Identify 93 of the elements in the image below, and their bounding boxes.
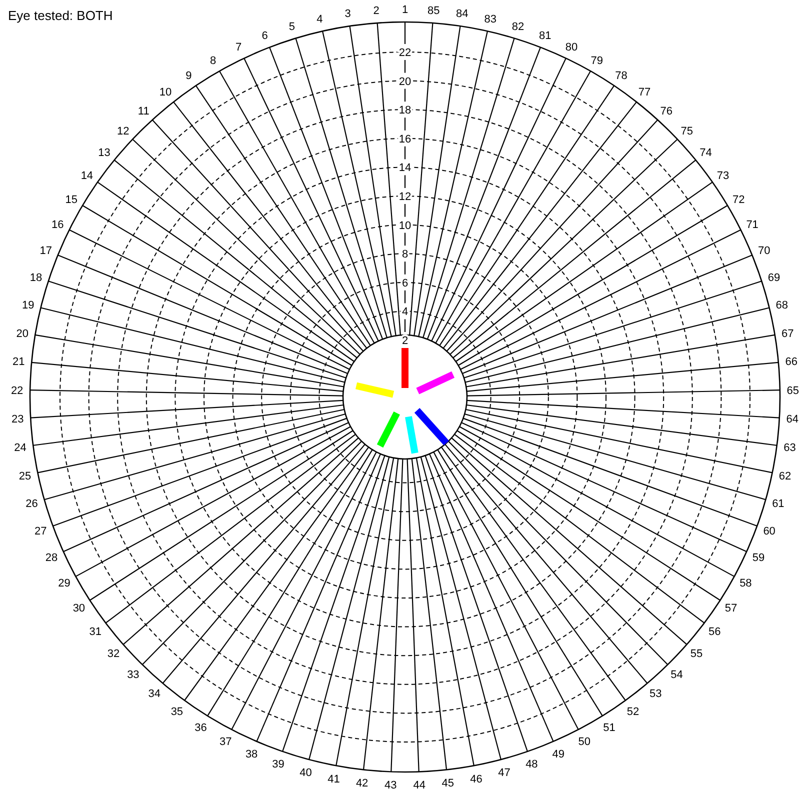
spoke-number: 57 bbox=[724, 602, 738, 614]
spoke-number: 20 bbox=[16, 328, 28, 340]
spoke-number: 18 bbox=[30, 272, 42, 284]
spoke-number: 56 bbox=[708, 626, 721, 638]
spoke-number: 49 bbox=[552, 748, 565, 760]
spoke-number: 62 bbox=[778, 470, 792, 482]
spoke-number: 4 bbox=[316, 14, 323, 26]
spoke-number: 37 bbox=[220, 736, 232, 748]
spoke-number: 60 bbox=[763, 525, 776, 538]
spoke-number: 13 bbox=[98, 146, 110, 159]
spoke-number: 67 bbox=[782, 328, 794, 340]
spoke-number: 45 bbox=[442, 778, 454, 790]
spoke-number: 40 bbox=[300, 767, 312, 780]
spoke-number: 83 bbox=[484, 14, 496, 26]
spoke-number: 3 bbox=[344, 8, 351, 20]
spoke-number: 14 bbox=[80, 170, 94, 182]
spoke-number: 71 bbox=[746, 219, 758, 232]
ring-value: 22 bbox=[398, 47, 412, 59]
spoke-number: 17 bbox=[40, 245, 52, 258]
spoke-number: 10 bbox=[159, 86, 172, 99]
spoke-number: 22 bbox=[10, 384, 24, 397]
ring-value: 4 bbox=[402, 306, 408, 318]
spoke-number: 46 bbox=[470, 773, 482, 786]
spoke-number: 25 bbox=[18, 470, 32, 482]
spoke-number: 85 bbox=[428, 5, 440, 18]
spoke-number: 16 bbox=[52, 219, 64, 232]
chart-title: Eye tested: BOTH bbox=[8, 8, 113, 23]
ring-value: 16 bbox=[398, 133, 412, 146]
spoke-number: 2 bbox=[373, 5, 380, 18]
spoke-number: 64 bbox=[786, 414, 799, 426]
spoke-number: 47 bbox=[498, 767, 510, 780]
spoke-number: 41 bbox=[328, 773, 340, 786]
spoke-number: 7 bbox=[235, 42, 242, 54]
spoke-number: 43 bbox=[384, 780, 397, 792]
spoke-number: 63 bbox=[784, 442, 796, 454]
spoke-number: 80 bbox=[565, 42, 578, 54]
spoke-number: 70 bbox=[758, 245, 770, 258]
spoke-number: 44 bbox=[413, 780, 426, 792]
spoke-number: 69 bbox=[768, 272, 780, 284]
spoke-number: 28 bbox=[45, 552, 58, 564]
spoke-number: 35 bbox=[170, 706, 184, 718]
spoke-number: 76 bbox=[660, 105, 673, 118]
spoke-number: 55 bbox=[690, 648, 703, 660]
spoke-number: 1 bbox=[402, 4, 408, 16]
spoke-number: 75 bbox=[680, 125, 693, 138]
spoke-number: 39 bbox=[272, 758, 284, 771]
spoke-number: 59 bbox=[752, 552, 765, 564]
ring-value: 8 bbox=[402, 248, 408, 261]
spoke-number: 84 bbox=[456, 8, 468, 20]
spoke-number: 30 bbox=[72, 602, 86, 614]
spoke-number: 34 bbox=[148, 688, 160, 700]
spoke-number: 24 bbox=[14, 442, 26, 454]
spoke-number: 51 bbox=[603, 722, 616, 734]
spoke-number: 9 bbox=[186, 70, 192, 82]
spoke-number: 6 bbox=[262, 30, 268, 42]
spoke-number: 29 bbox=[58, 578, 70, 590]
ring-value: 18 bbox=[398, 104, 412, 117]
spoke-number: 81 bbox=[539, 30, 552, 42]
spoke-number: 61 bbox=[772, 498, 784, 510]
spoke-number: 31 bbox=[89, 626, 102, 638]
spoke-number: 32 bbox=[107, 648, 120, 660]
spoke-number: 5 bbox=[288, 20, 295, 33]
spoke-number: 65 bbox=[786, 384, 800, 397]
spoke-number: 33 bbox=[127, 668, 140, 681]
spoke-number: 74 bbox=[700, 146, 712, 159]
spoke-number: 15 bbox=[65, 194, 78, 206]
ring-value: 2 bbox=[402, 335, 408, 347]
spoke-number: 77 bbox=[638, 86, 651, 99]
spoke-number: 8 bbox=[210, 54, 216, 67]
spoke-number: 79 bbox=[590, 54, 604, 67]
spoke-number: 78 bbox=[615, 70, 628, 82]
spoke-number: 23 bbox=[11, 414, 24, 426]
spoke-number: 50 bbox=[578, 736, 590, 748]
spoke-number: 42 bbox=[356, 778, 368, 790]
spoke-number: 21 bbox=[12, 356, 25, 368]
spoke-number: 52 bbox=[626, 706, 640, 718]
spoke-number: 68 bbox=[776, 300, 788, 312]
spoke-number: 53 bbox=[650, 688, 662, 700]
spoke-number: 73 bbox=[716, 170, 730, 182]
spoke-number: 38 bbox=[245, 748, 258, 760]
spoke-number: 72 bbox=[732, 194, 745, 206]
spoke-number: 36 bbox=[194, 722, 207, 734]
ring-value: 12 bbox=[398, 191, 412, 203]
spoke-number: 11 bbox=[138, 105, 150, 118]
spoke-number: 12 bbox=[117, 125, 130, 138]
spoke-number: 48 bbox=[526, 758, 538, 771]
spoke-number: 82 bbox=[512, 20, 524, 33]
spoke-number: 66 bbox=[785, 356, 798, 368]
spoke-number: 26 bbox=[26, 498, 38, 510]
spoke-number: 27 bbox=[34, 525, 47, 538]
spoke-number: 19 bbox=[22, 300, 34, 312]
spoke-number: 54 bbox=[670, 668, 683, 681]
spoke-number: 58 bbox=[740, 578, 752, 590]
